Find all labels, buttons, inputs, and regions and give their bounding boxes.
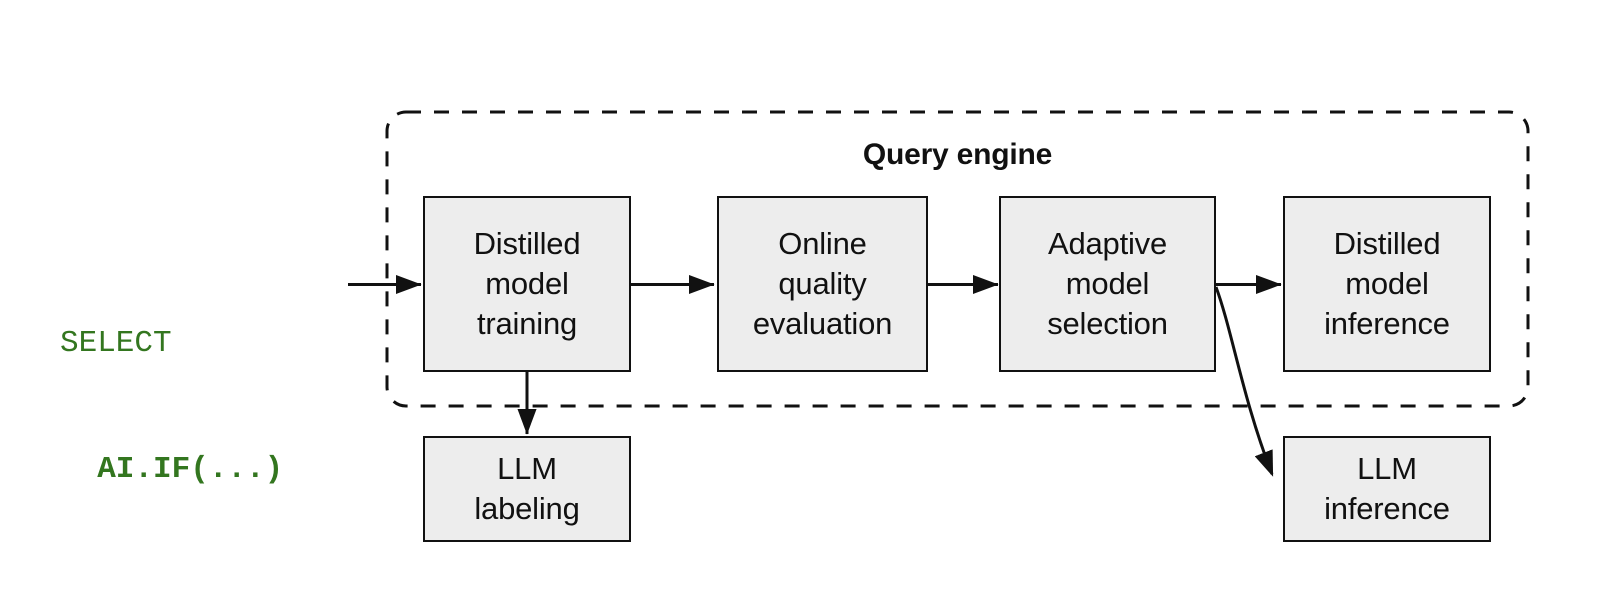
node-distilled-model-training[interactable]: Distilled model training xyxy=(423,196,631,372)
node-llm-labeling[interactable]: LLM labeling xyxy=(423,436,631,542)
node-label: LLM labeling xyxy=(474,451,580,526)
sql-ai-if-call: AI.IF(...) xyxy=(97,452,284,487)
node-distilled-model-inference[interactable]: Distilled model inference xyxy=(1283,196,1491,372)
query-engine-group-border xyxy=(385,110,1530,408)
node-label: LLM inference xyxy=(1324,451,1450,526)
node-online-quality-evaluation[interactable]: Online quality evaluation xyxy=(717,196,928,372)
node-label: Distilled model training xyxy=(473,226,581,341)
node-adaptive-model-selection[interactable]: Adaptive model selection xyxy=(999,196,1216,372)
node-label: Online quality evaluation xyxy=(752,226,893,341)
node-label: Adaptive model selection xyxy=(1047,226,1168,341)
sql-select-keyword: SELECT xyxy=(60,326,172,361)
sql-query-label: SELECT AI.IF(...) xyxy=(60,239,283,575)
query-engine-title: Query engine xyxy=(862,138,1053,171)
edge-selection-to-llm-inference xyxy=(1214,286,1274,477)
node-label: Distilled model inference xyxy=(1324,226,1450,341)
node-llm-inference[interactable]: LLM inference xyxy=(1283,436,1491,542)
